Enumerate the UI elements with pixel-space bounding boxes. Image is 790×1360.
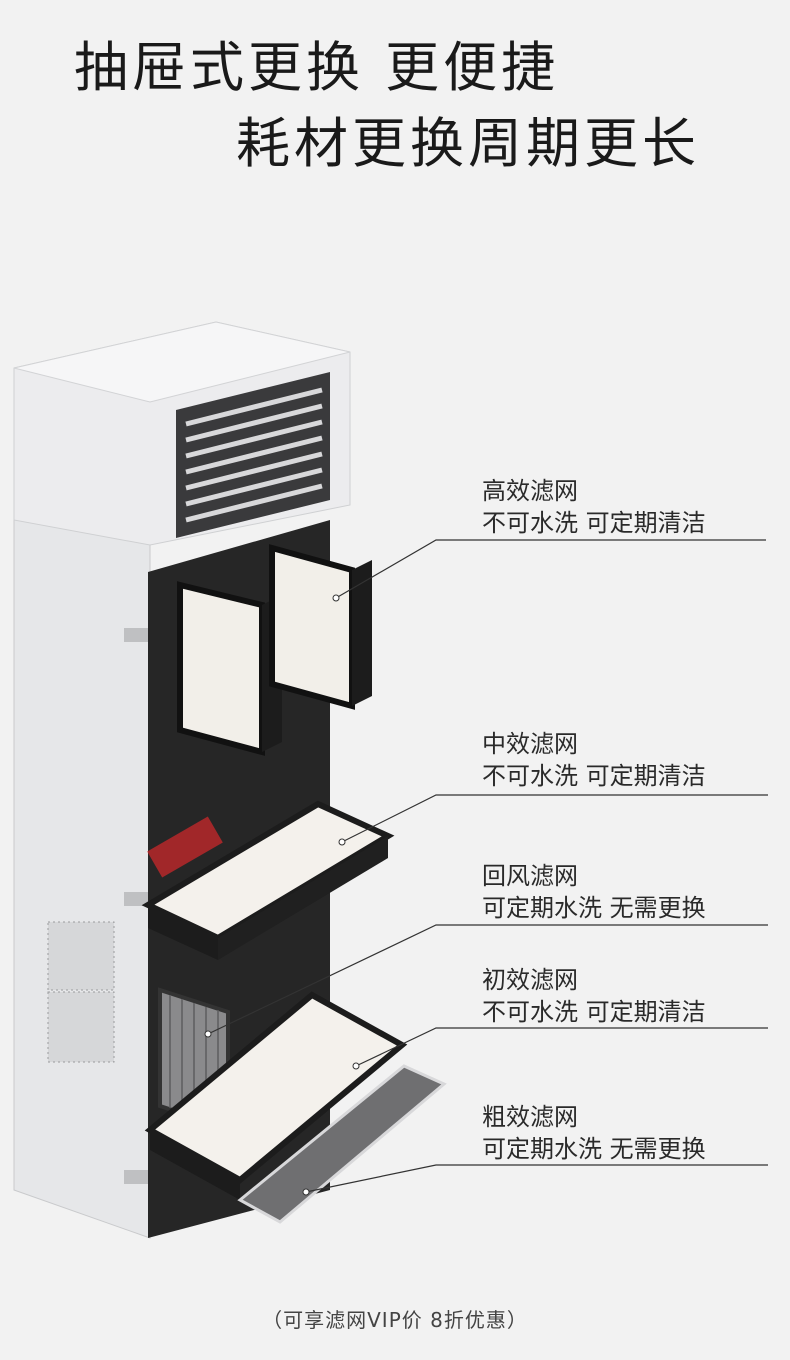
medium-filter-label bbox=[147, 816, 223, 878]
hepa-filter-right bbox=[269, 544, 355, 710]
callout-desc: 不可水洗 可定期清洁 bbox=[482, 998, 706, 1026]
hinge-icon bbox=[124, 892, 148, 906]
callout-medium-filter: 中效滤网 不可水洗 可定期清洁 bbox=[482, 728, 772, 792]
hepa-filter-right-side bbox=[352, 560, 372, 706]
vip-discount-note: （可享滤网VIP价 8折优惠） bbox=[262, 1308, 528, 1332]
primary-filter-front bbox=[150, 1130, 240, 1200]
callout-hepa-filter: 高效滤网 不可水洗 可定期清洁 bbox=[482, 475, 772, 539]
hinge-icon bbox=[124, 628, 148, 642]
callout-name: 回风滤网 bbox=[482, 862, 578, 890]
cabinet-top-face bbox=[13, 321, 351, 403]
headline-line-1: 抽屉式更换 更便捷 bbox=[74, 36, 560, 99]
callout-leader-lines bbox=[207, 539, 768, 1193]
headline-line-2: 耗材更换周期更长 bbox=[236, 112, 700, 175]
callout-name: 初效滤网 bbox=[482, 966, 578, 994]
side-vent-upper bbox=[47, 921, 115, 991]
callout-desc: 可定期水洗 无需更换 bbox=[482, 894, 706, 922]
callout-return-air-filter: 回风滤网 可定期水洗 无需更换 bbox=[482, 860, 772, 924]
hinge-icon bbox=[124, 1170, 148, 1184]
coarse-filter-mesh bbox=[237, 1064, 447, 1224]
top-vent-louvers bbox=[185, 387, 323, 523]
medium-filter-front bbox=[148, 905, 218, 960]
callout-primary-filter: 初效滤网 不可水洗 可定期清洁 bbox=[482, 964, 772, 1028]
callout-desc: 可定期水洗 无需更换 bbox=[482, 1135, 706, 1163]
side-vent-lower bbox=[47, 991, 115, 1063]
callout-desc: 不可水洗 可定期清洁 bbox=[482, 509, 706, 537]
callout-name: 粗效滤网 bbox=[482, 1103, 578, 1131]
hepa-filter-left bbox=[177, 581, 265, 756]
callout-coarse-filter: 粗效滤网 可定期水洗 无需更换 bbox=[482, 1101, 772, 1165]
callout-desc: 不可水洗 可定期清洁 bbox=[482, 762, 706, 790]
callout-anchor-dots bbox=[204, 594, 360, 1196]
medium-filter-edge bbox=[218, 836, 388, 960]
callout-name: 高效滤网 bbox=[482, 477, 578, 505]
callout-name: 中效滤网 bbox=[482, 730, 578, 758]
